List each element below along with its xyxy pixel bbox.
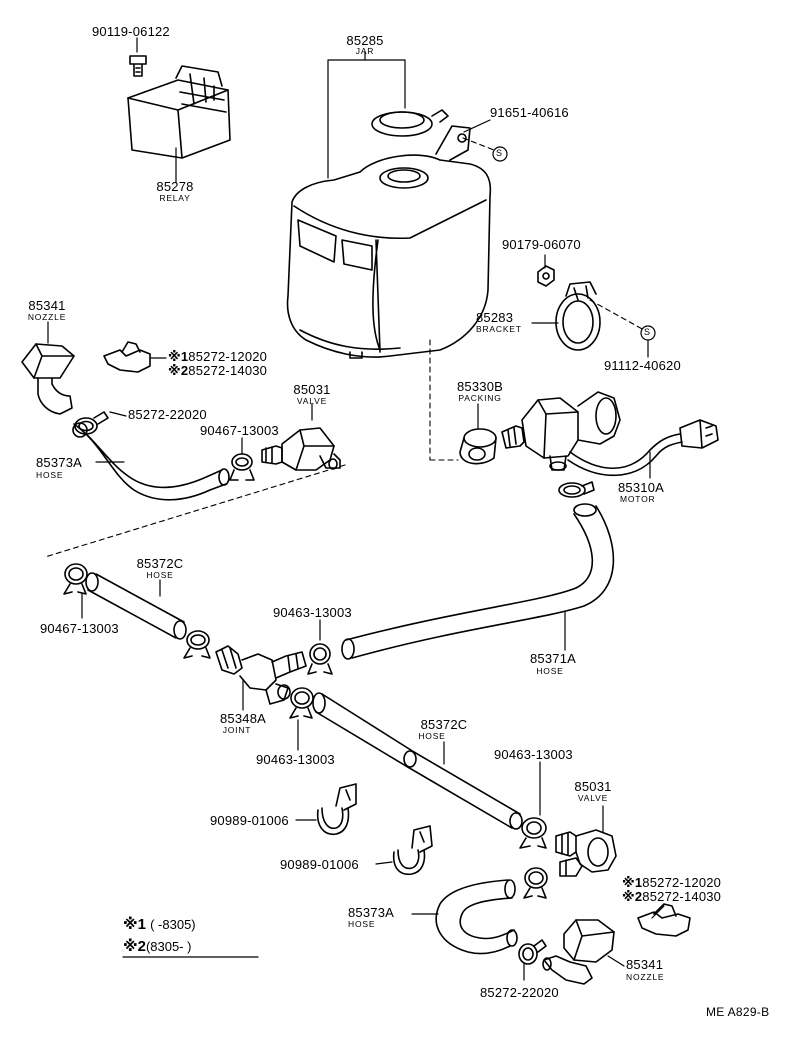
label-bolt-91112: 91112-40620 (604, 358, 681, 373)
reference-code: ME A829-B (706, 1005, 770, 1019)
label-hose-c-lower-number: 85372C (420, 717, 468, 732)
clamp-90467-left-drawing (63, 563, 88, 595)
clamp-22020-bottom-drawing (518, 939, 547, 965)
hose-bottom-drawing (435, 879, 518, 955)
nozzle-bottom-drawing (542, 919, 615, 985)
label-packing-number: 85330B (456, 379, 504, 394)
label-clamp-90463-a: 90463-13003 (273, 605, 352, 620)
label-clip-top-2: ※285272-14030 (168, 363, 268, 378)
label-relay-name: RELAY (159, 193, 191, 203)
hose-c-lower-drawing (312, 692, 523, 830)
valve-top-drawing (261, 427, 341, 471)
label-clamp-22020-top: 85272-22020 (128, 407, 207, 422)
nut-90179-drawing (537, 265, 555, 287)
hose-long-drawing (341, 503, 615, 660)
clamp-joint-drawing (183, 630, 211, 659)
clip-top-drawing (103, 341, 151, 373)
label-hose-c-lower-name: HOSE (418, 731, 446, 741)
label-clamp-90467-left: 90467-13003 (40, 621, 119, 636)
bracket-85283-drawing (555, 281, 601, 351)
label-packing-name: PACKING (458, 393, 502, 403)
s-marker-bracket: S (644, 327, 651, 337)
label-jar-name: JAR (355, 46, 375, 56)
valve-bottom-drawing (555, 829, 617, 877)
label-nut-90179: 90179-06070 (502, 237, 581, 252)
label-relay-number: 85278 (156, 179, 194, 194)
label-bracket-number: 85283 (476, 310, 514, 325)
label-clamp-90463-b: 90463-13003 (256, 752, 335, 767)
label-nozzle-bottom-name: NOZZLE (626, 972, 665, 982)
jar-drawing (286, 125, 492, 359)
clamp-90463-b-drawing (289, 687, 314, 719)
label-valve-bottom-number: 85031 (574, 779, 612, 794)
label-hose-bottom-number: 85373A (348, 905, 395, 920)
label-hose-c-upper-number: 85372C (136, 556, 184, 571)
label-clip-bottom-2: ※285272-14030 (622, 889, 722, 904)
label-joint-number: 85348A (219, 711, 267, 726)
relay-drawing (127, 65, 231, 159)
nozzle-top-drawing (21, 343, 75, 415)
label-bolt-90119: 90119-06122 (92, 24, 170, 39)
packing-drawing (459, 428, 497, 465)
label-clip-90989-b: 90989-01006 (280, 857, 359, 872)
clamp-90463-c-drawing (519, 817, 547, 849)
label-motor-name: MOTOR (620, 494, 656, 504)
hose-top-drawing (72, 422, 230, 501)
label-joint-name: JOINT (222, 725, 252, 735)
hose-c-upper-drawing (85, 572, 187, 640)
label-hose-c-upper-name: HOSE (146, 570, 174, 580)
jar-cap-drawing (371, 109, 449, 137)
legend-row-2: ※2(8305- ) (123, 938, 192, 955)
label-motor-number: 85310A (618, 480, 665, 495)
label-hose-top-number: 85373A (36, 455, 83, 470)
label-hose-top-name: HOSE (36, 470, 64, 480)
label-bracket-name: BRACKET (476, 324, 522, 334)
leader-lines (47, 37, 665, 981)
label-nozzle-top-number: 85341 (28, 298, 66, 313)
dashed-guides (44, 137, 645, 558)
clamp-valve-bottom-drawing (523, 867, 548, 899)
label-clip-bottom-1: ※185272-12020 (622, 875, 722, 890)
legend-row-1: ※1 ( -8305) (123, 916, 196, 933)
clip-90989-b-drawing (392, 825, 433, 876)
label-nozzle-bottom-number: 85341 (626, 957, 664, 972)
label-cap-91651: 91651-40616 (490, 105, 569, 120)
clamp-motor-drawing (558, 481, 595, 498)
label-clamp-90467-top: 90467-13003 (200, 423, 279, 438)
label-valve-top-name: VALVE (296, 396, 328, 406)
motor-drawing (501, 391, 719, 477)
label-hose-bottom-name: HOSE (348, 919, 376, 929)
bolt-90119-drawing (129, 55, 147, 77)
label-clip-90989-a: 90989-01006 (210, 813, 289, 828)
label-valve-bottom-name: VALVE (577, 793, 609, 803)
clip-bottom-drawing (637, 903, 691, 937)
label-jar-number: 85285 (346, 33, 384, 48)
label-clamp-90463-c: 90463-13003 (494, 747, 573, 762)
clip-90989-a-drawing (316, 783, 357, 835)
label-valve-top-number: 85031 (293, 382, 331, 397)
clamp-90467-top-drawing (229, 453, 255, 481)
label-hose-long-name: HOSE (536, 666, 564, 676)
clamp-90463-a-drawing (307, 643, 333, 675)
label-clip-top-1: ※185272-12020 (168, 349, 268, 364)
joint-drawing (215, 645, 307, 705)
label-nozzle-top-name: NOZZLE (27, 312, 67, 322)
s-markers (492, 146, 656, 341)
s-marker-top: S (496, 148, 503, 158)
label-hose-long-number: 85371A (529, 651, 577, 666)
label-clamp-22020-bottom: 85272-22020 (480, 985, 559, 1000)
